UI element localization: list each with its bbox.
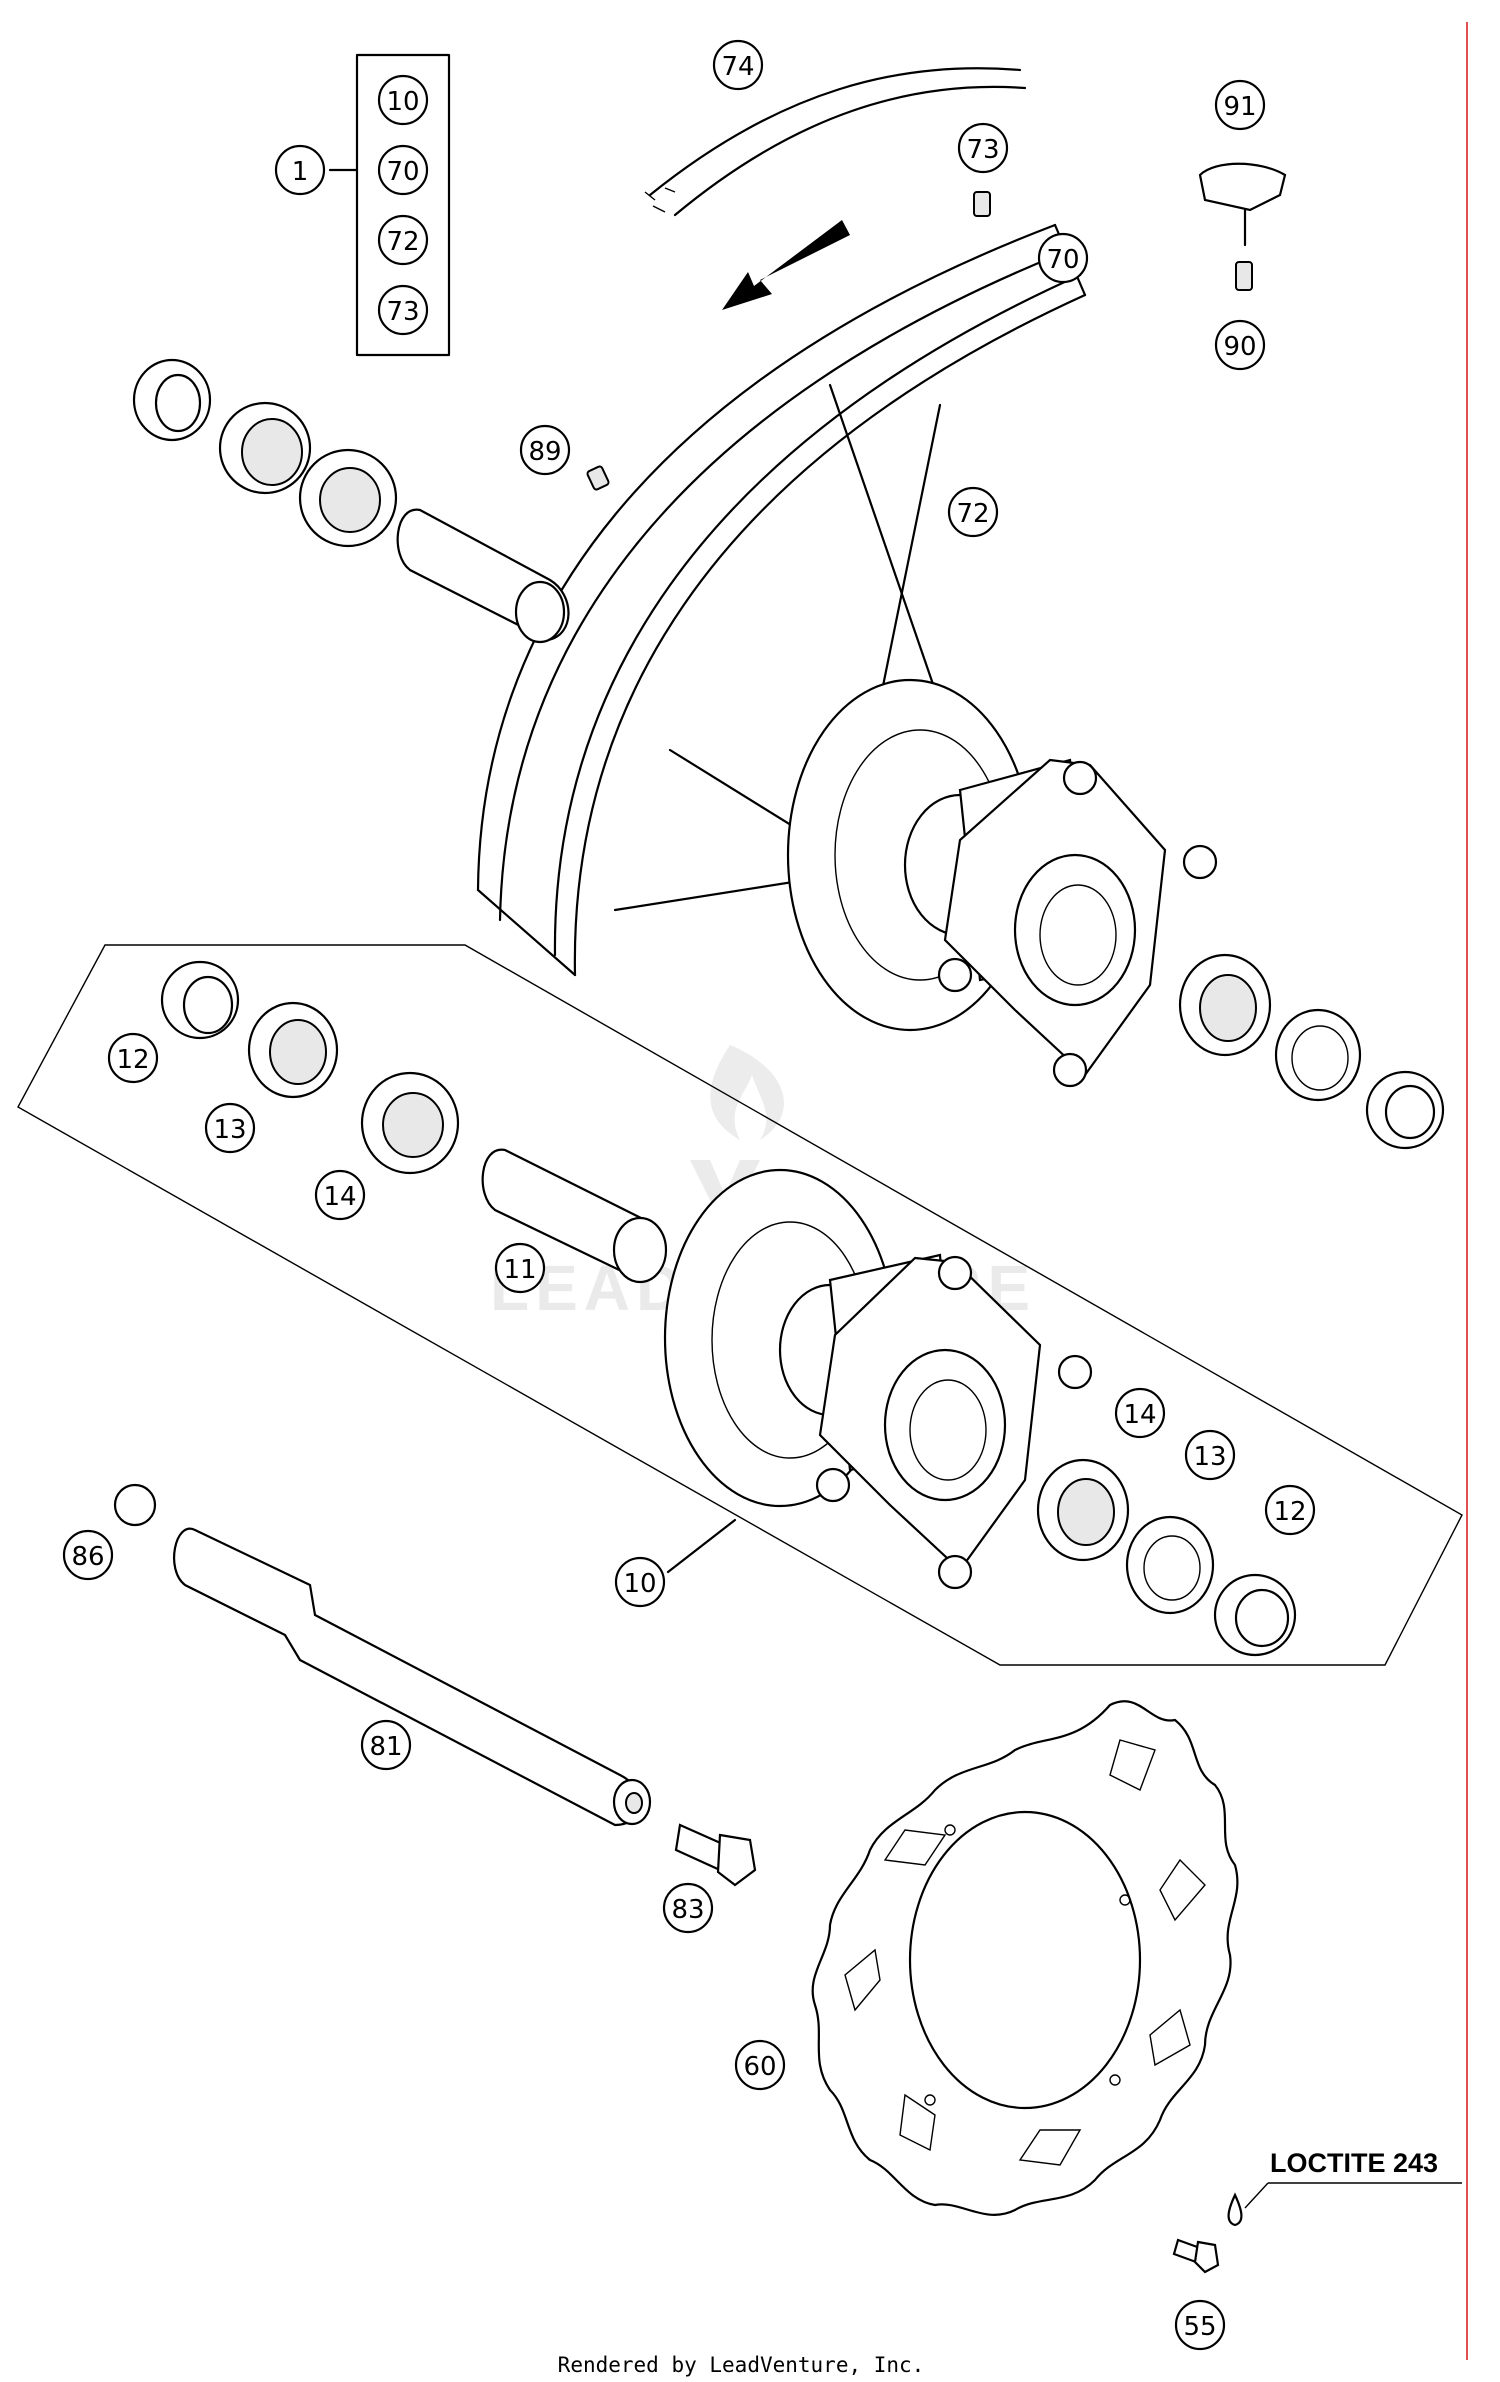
svg-text:70: 70 <box>386 157 419 187</box>
svg-text:83: 83 <box>671 1895 704 1925</box>
svg-text:14: 14 <box>1123 1400 1156 1430</box>
svg-text:91: 91 <box>1223 92 1256 122</box>
callout-91: 91 <box>1214 79 1266 131</box>
callout-group-72: 72 <box>377 214 429 266</box>
svg-text:86: 86 <box>71 1542 104 1572</box>
brake-disc-part <box>811 1700 1239 2216</box>
svg-text:12: 12 <box>1273 1497 1306 1527</box>
axle-collar-part <box>113 1483 157 1527</box>
spacer-sleeve-part <box>481 1148 668 1284</box>
footer-credit: Rendered by LeadVenture, Inc. <box>558 2353 925 2377</box>
axle-bolt-part <box>674 1823 757 1887</box>
callout-89: 89 <box>519 424 571 476</box>
spoke-nipple-part <box>973 191 991 217</box>
svg-text:13: 13 <box>213 1115 246 1145</box>
svg-text:74: 74 <box>721 52 754 82</box>
callout-74: 74 <box>712 39 764 91</box>
svg-text:89: 89 <box>528 437 561 467</box>
svg-text:55: 55 <box>1183 2312 1216 2342</box>
svg-text:60: 60 <box>743 2052 776 2082</box>
valve-part <box>586 465 610 491</box>
svg-text:13: 13 <box>1193 1442 1226 1472</box>
callout-90: 90 <box>1214 319 1266 371</box>
callout-1: 1 <box>274 144 326 196</box>
svg-text:70: 70 <box>1046 245 1079 275</box>
svg-text:10: 10 <box>386 87 419 117</box>
callout-72: 72 <box>947 486 999 538</box>
hub-subassembly-outline <box>17 944 1463 1666</box>
callout-12a: 12 <box>107 1032 159 1084</box>
rim-lock-part <box>1198 162 1287 291</box>
rim-part <box>476 223 1087 977</box>
callout-86: 86 <box>62 1529 114 1581</box>
upper-left-bearing-stack <box>132 358 570 644</box>
svg-text:81: 81 <box>369 1732 402 1762</box>
callout-13b: 13 <box>1184 1429 1236 1481</box>
svg-text:14: 14 <box>323 1182 356 1212</box>
lower-hub-part <box>663 1168 1093 1590</box>
lower-right-bearing-stack <box>1036 1458 1297 1657</box>
callout-12b: 12 <box>1264 1484 1316 1536</box>
axle-part <box>173 1527 652 1827</box>
svg-text:11: 11 <box>503 1255 536 1285</box>
svg-text:73: 73 <box>966 135 999 165</box>
disc-screw-part <box>1172 2238 1220 2274</box>
callout-13a: 13 <box>204 1102 256 1154</box>
callout-11: 11 <box>494 1242 546 1294</box>
svg-text:72: 72 <box>956 499 989 529</box>
callout-70: 70 <box>1037 232 1089 284</box>
callout-group-10: 10 <box>377 74 429 126</box>
callout-14b: 14 <box>1114 1387 1166 1439</box>
callout-83: 83 <box>662 1882 714 1934</box>
callout-60: 60 <box>734 2039 786 2091</box>
rim-band-part <box>644 67 1027 217</box>
kit-bracket <box>355 53 451 357</box>
svg-text:72: 72 <box>386 227 419 257</box>
svg-text:1: 1 <box>292 157 309 187</box>
upper-right-bearing-stack <box>1178 953 1445 1150</box>
svg-text:90: 90 <box>1223 332 1256 362</box>
callout-group-73: 73 <box>377 284 429 336</box>
svg-text:12: 12 <box>116 1045 149 1075</box>
callout-81: 81 <box>360 1719 412 1771</box>
lower-left-bearing-stack <box>160 960 460 1175</box>
svg-text:10: 10 <box>623 1569 656 1599</box>
loctite-note: LOCTITE 243 <box>1270 2148 1438 2178</box>
callout-55: 55 <box>1174 2299 1226 2351</box>
callout-73: 73 <box>957 122 1009 174</box>
callout-group-70: 70 <box>377 144 429 196</box>
rotation-arrow-icon <box>722 220 850 310</box>
callout-10: 10 <box>614 1556 666 1608</box>
callout-14a: 14 <box>314 1169 366 1221</box>
loctite-drop-icon <box>1227 2192 1243 2227</box>
upper-hub-part <box>786 678 1218 1088</box>
svg-text:73: 73 <box>386 297 419 327</box>
